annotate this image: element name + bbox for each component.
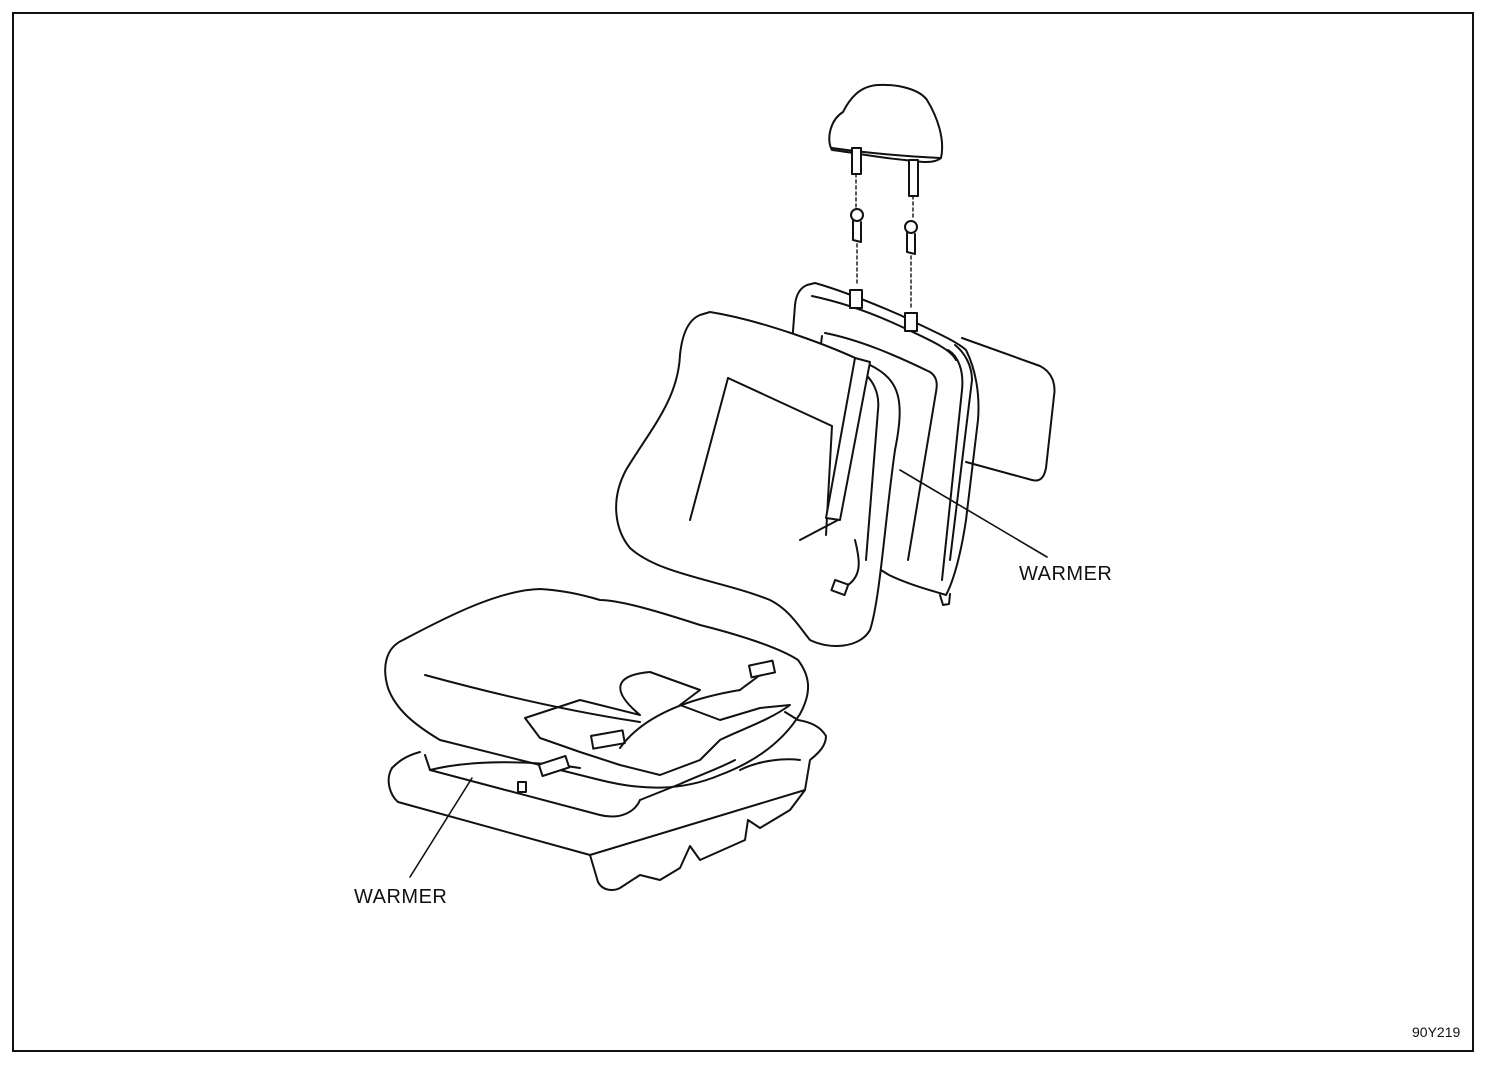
support-right [904, 220, 918, 308]
seatback-cushion [615, 311, 901, 647]
seat-frame [387, 711, 827, 891]
headrest-stay-right [908, 159, 919, 221]
callout-back-warmer: WARMER [1019, 563, 1113, 585]
figure-code: 90Y219 [1412, 1024, 1461, 1040]
leader-back-warmer [899, 469, 1048, 558]
figure-frame [12, 12, 1474, 1052]
headrest-stay-left [851, 147, 862, 209]
seat-cushion [384, 588, 809, 789]
leader-cushion-warmer [409, 777, 473, 878]
support-left [850, 208, 864, 284]
headrest [828, 83, 944, 163]
callout-cushion-warmer: WARMER [354, 886, 448, 908]
